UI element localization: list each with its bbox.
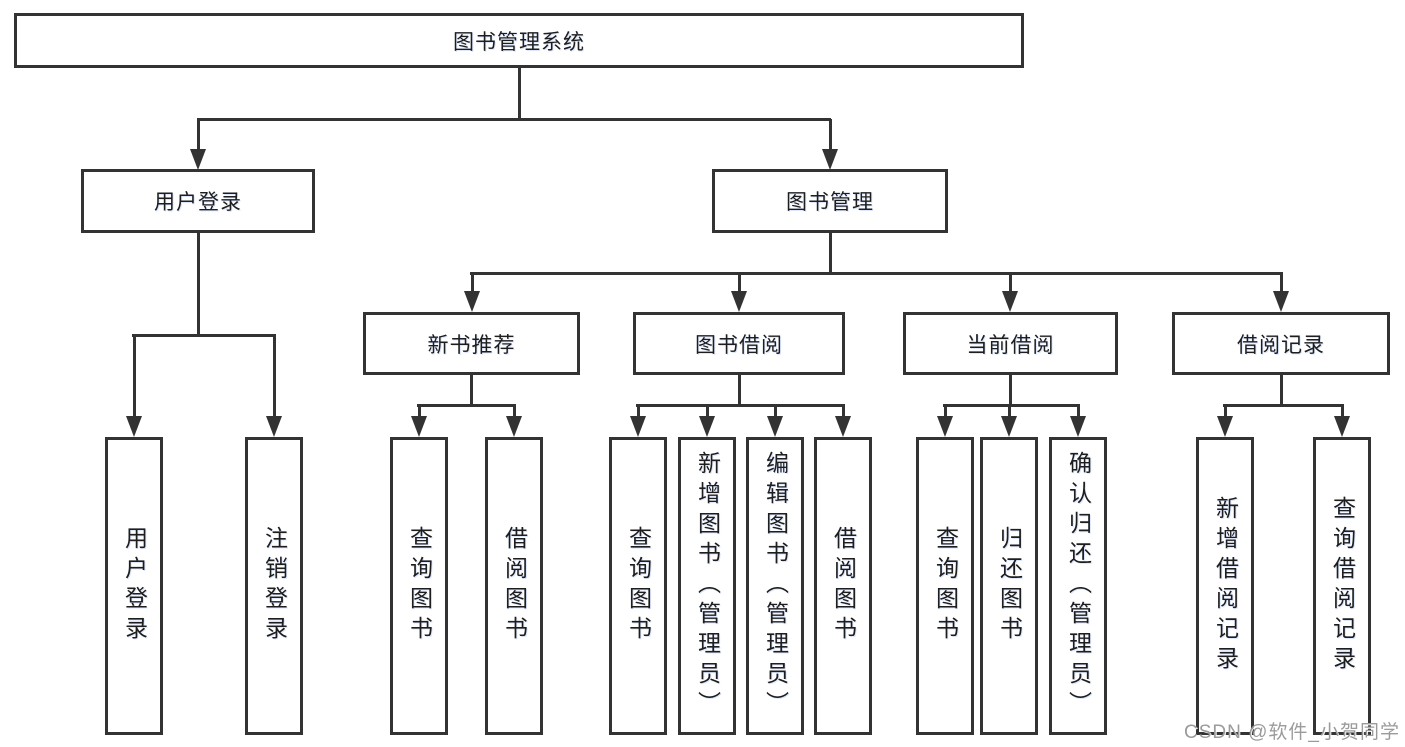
node-leaf-add-borrow-record: 新增借阅记录	[1196, 437, 1254, 735]
connector-user-login-rail	[132, 334, 276, 337]
connector-leaf-stem	[944, 405, 947, 419]
connector-level2-rail	[197, 118, 831, 121]
arrow-down-icon	[1001, 416, 1017, 437]
connector-leaf-stem	[513, 405, 516, 419]
node-leaf-query-books-recommend: 查询图书	[390, 437, 448, 735]
connector-current-borrow-rail	[943, 404, 1080, 407]
connector-leaf-stem	[842, 405, 845, 419]
arrow-down-icon	[1070, 416, 1086, 437]
leaf-label: 查询借阅记录	[1329, 496, 1356, 676]
arrow-down-icon	[190, 149, 206, 170]
node-root-label: 图书管理系统	[453, 30, 585, 54]
connector-current-borrow-stem	[1009, 375, 1012, 406]
connector-user-login-stem	[197, 233, 200, 336]
node-leaf-query-borrow-record: 查询借阅记录	[1313, 437, 1371, 735]
connector-level3-rail	[470, 272, 1283, 275]
connector-root-stem	[518, 68, 521, 120]
connector-leaf-stem	[774, 405, 777, 419]
node-leaf-logout: 注销登录	[245, 437, 303, 735]
leaf-label: 查询图书	[932, 526, 959, 646]
connector-leaf-stem	[1077, 405, 1080, 419]
node-book-management: 图书管理	[712, 169, 948, 233]
connector-leaf-stem	[1008, 405, 1011, 419]
node-borrow-records: 借阅记录	[1172, 312, 1390, 375]
node-leaf-borrow-books-recommend: 借阅图书	[485, 437, 543, 735]
connector-leaf-stem	[637, 405, 640, 419]
node-root: 图书管理系统	[14, 13, 1024, 68]
leaf-label: 新增图书（管理员）	[694, 451, 721, 721]
node-leaf-borrow-books: 借阅图书	[814, 437, 872, 735]
node-new-book-recommend: 新书推荐	[363, 312, 580, 375]
connector-to-user-login	[197, 119, 200, 152]
leaf-label: 借阅图书	[501, 526, 528, 646]
connector-to-book-borrow	[738, 273, 741, 294]
connector-leaf-stem	[418, 405, 421, 419]
arrow-down-icon	[937, 416, 953, 437]
arrow-down-icon	[506, 416, 522, 437]
node-leaf-return-book: 归还图书	[980, 437, 1038, 735]
node-leaf-confirm-return-admin: 确认归还（管理员）	[1049, 437, 1107, 735]
leaf-label: 确认归还（管理员）	[1065, 451, 1092, 721]
arrow-down-icon	[1273, 291, 1289, 312]
arrow-down-icon	[835, 416, 851, 437]
connector-new-book-stem	[470, 375, 473, 406]
leaf-label: 查询图书	[406, 526, 433, 646]
node-current-borrow-label: 当前借阅	[966, 333, 1055, 357]
arrow-down-icon	[731, 291, 747, 312]
connector-leaf-stem	[706, 405, 709, 419]
arrow-down-icon	[266, 416, 282, 437]
node-book-borrow: 图书借阅	[633, 312, 845, 375]
connector-to-logout-leaf	[273, 335, 276, 419]
connector-to-current-borrow	[1009, 273, 1012, 294]
leaf-label: 归还图书	[996, 526, 1023, 646]
node-current-borrow: 当前借阅	[903, 312, 1118, 375]
node-user-login-label: 用户登录	[154, 191, 242, 214]
node-book-borrow-label: 图书借阅	[695, 333, 783, 357]
node-leaf-add-book-admin: 新增图书（管理员）	[678, 437, 736, 735]
node-leaf-edit-book-admin: 编辑图书（管理员）	[746, 437, 804, 735]
leaf-label: 借阅图书	[830, 526, 857, 646]
node-leaf-query-books-current: 查询图书	[916, 437, 974, 735]
connector-borrow-records-stem	[1280, 375, 1283, 406]
connector-leaf-stem	[1224, 405, 1227, 419]
connector-book-borrow-rail	[636, 404, 845, 407]
node-book-management-label: 图书管理	[786, 191, 874, 214]
leaf-label: 新增借阅记录	[1212, 496, 1239, 676]
arrow-down-icon	[411, 416, 427, 437]
arrow-down-icon	[822, 149, 838, 170]
arrow-down-icon	[464, 291, 480, 312]
connector-book-borrow-stem	[738, 375, 741, 406]
connector-new-book-rail	[417, 404, 516, 407]
arrow-down-icon	[126, 416, 142, 437]
csdn-watermark: CSDN @软件_小贺同学	[1184, 722, 1400, 743]
connector-leaf-stem	[1341, 405, 1344, 419]
connector-to-login-leaf	[133, 335, 136, 419]
leaf-label: 编辑图书（管理员）	[762, 451, 789, 721]
leaf-label: 查询图书	[625, 526, 652, 646]
node-leaf-user-login: 用户登录	[105, 437, 163, 735]
node-new-book-recommend-label: 新书推荐	[427, 333, 516, 357]
connector-to-borrow-records	[1280, 273, 1283, 294]
leaf-label: 用户登录	[121, 526, 148, 646]
connector-borrow-records-rail	[1223, 404, 1344, 407]
arrow-down-icon	[1002, 291, 1018, 312]
connector-book-management-stem	[829, 233, 832, 274]
connector-to-new-book	[471, 273, 474, 294]
arrow-down-icon	[1334, 416, 1350, 437]
arrow-down-icon	[699, 416, 715, 437]
arrow-down-icon	[767, 416, 783, 437]
node-leaf-query-books-borrow: 查询图书	[609, 437, 667, 735]
arrow-down-icon	[1217, 416, 1233, 437]
node-borrow-records-label: 借阅记录	[1237, 333, 1325, 357]
arrow-down-icon	[630, 416, 646, 437]
connector-to-book-management	[829, 119, 832, 152]
node-user-login: 用户登录	[81, 169, 315, 233]
leaf-label: 注销登录	[261, 526, 288, 646]
